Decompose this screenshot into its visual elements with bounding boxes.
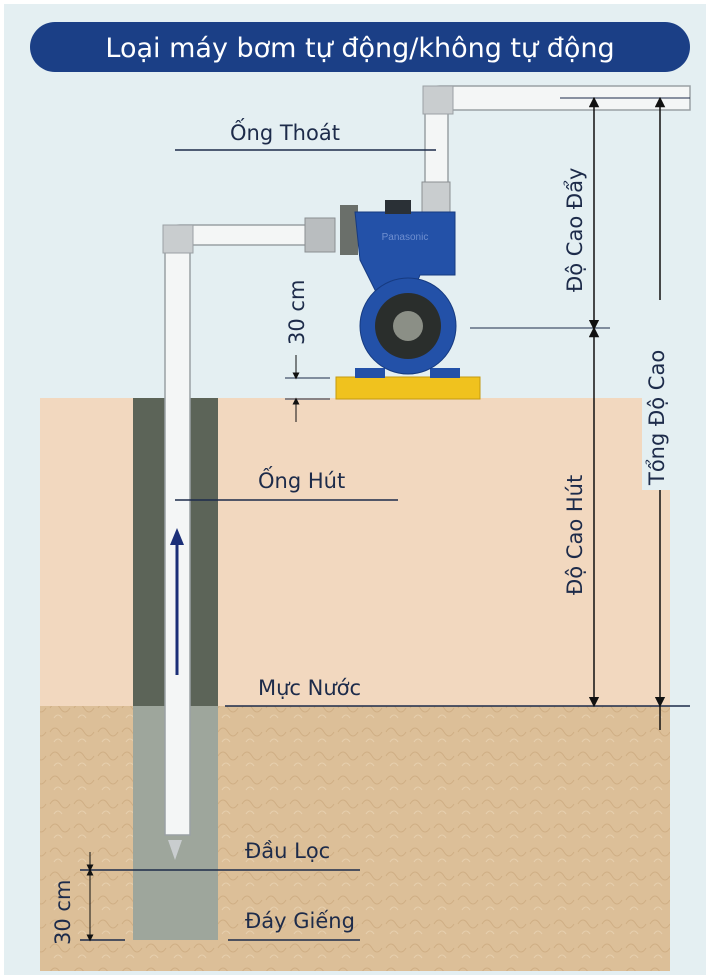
pump-base bbox=[335, 376, 481, 400]
title-banner bbox=[30, 22, 690, 72]
suction-elbow bbox=[162, 224, 194, 254]
label-suction-pipe: Ống Hút bbox=[258, 465, 345, 493]
page-title: Loại máy bơm tự động/không tự động bbox=[105, 33, 614, 64]
label-filter-clearance: 30 cm bbox=[51, 880, 75, 945]
label-well-bottom: Đáy Giếng bbox=[245, 909, 355, 933]
label-total-height: Tổng Độ Cao bbox=[645, 350, 669, 486]
pump-brand: Panasonic bbox=[382, 232, 429, 243]
label-discharge-height: Độ Cao Đẩy bbox=[563, 168, 587, 292]
label-water-level: Mực Nước bbox=[258, 676, 361, 700]
label-outlet-pipe: Ống Thoát bbox=[230, 117, 340, 145]
label-suction-height: Độ Cao Hút bbox=[563, 475, 587, 595]
filter-head-icon bbox=[168, 840, 182, 860]
label-filter-head: Đầu Lọc bbox=[245, 839, 330, 863]
pump: Panasonic bbox=[335, 200, 481, 400]
label-pump-clearance: 30 cm bbox=[285, 280, 309, 345]
